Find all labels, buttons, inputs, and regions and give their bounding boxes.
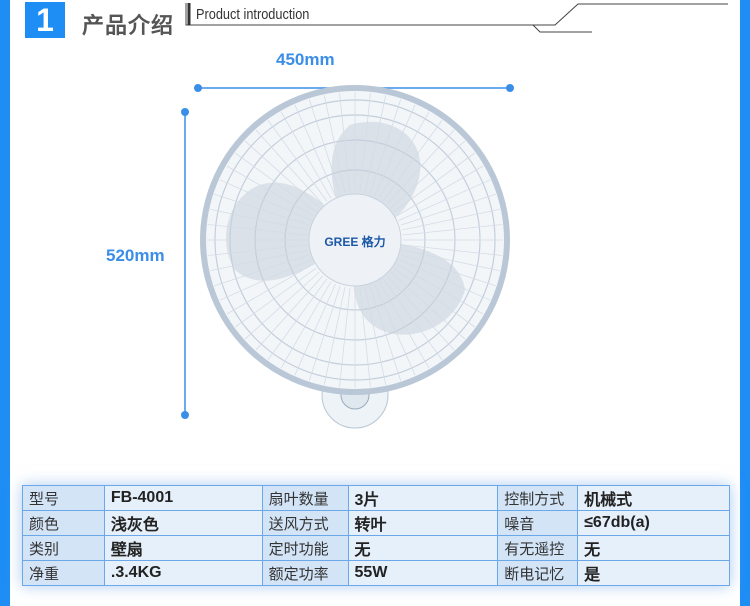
spec-value: 55W [347,560,499,586]
spec-label: 断电记忆 [497,560,579,586]
left-accent-bar [0,0,10,606]
fan-image: GREE 格力 [200,85,510,429]
spec-value: ≤67db(a) [577,510,730,536]
spec-label: 送风方式 [261,510,349,536]
spec-value: FB-4001 [103,485,263,511]
spec-value: 无 [347,535,499,561]
spec-label: 类别 [22,535,105,561]
spec-label: 额定功率 [261,560,349,586]
spec-value: .3.4KG [103,560,263,586]
spec-label: 噪音 [497,510,579,536]
spec-row: 颜色浅灰色送风方式转叶噪音≤67db(a) [22,510,730,536]
spec-row: 类别壁扇定时功能无有无遥控无 [22,535,730,561]
width-label: 450mm [276,50,335,69]
right-accent-bar [740,0,750,606]
spec-label: 定时功能 [261,535,349,561]
section-number: 1 [25,2,65,38]
spec-value: 3片 [347,485,499,511]
spec-value: 转叶 [347,510,499,536]
spec-value: 无 [577,535,730,561]
height-label: 520mm [106,246,165,265]
spec-label: 净重 [22,560,105,586]
spec-label: 有无遥控 [497,535,579,561]
spec-value: 浅灰色 [103,510,263,536]
gree-logo: GREE 格力 [324,234,385,249]
spec-label: 控制方式 [497,485,579,511]
spec-value: 是 [577,560,730,586]
spec-label: 扇叶数量 [261,485,349,511]
spec-label: 型号 [22,485,105,511]
spec-value: 壁扇 [103,535,263,561]
spec-value: 机械式 [577,485,730,511]
section-title: 产品介绍 [82,13,175,38]
section-subtitle: Product introduction [196,6,310,23]
spec-label: 颜色 [22,510,105,536]
height-dimension-line [181,108,189,419]
